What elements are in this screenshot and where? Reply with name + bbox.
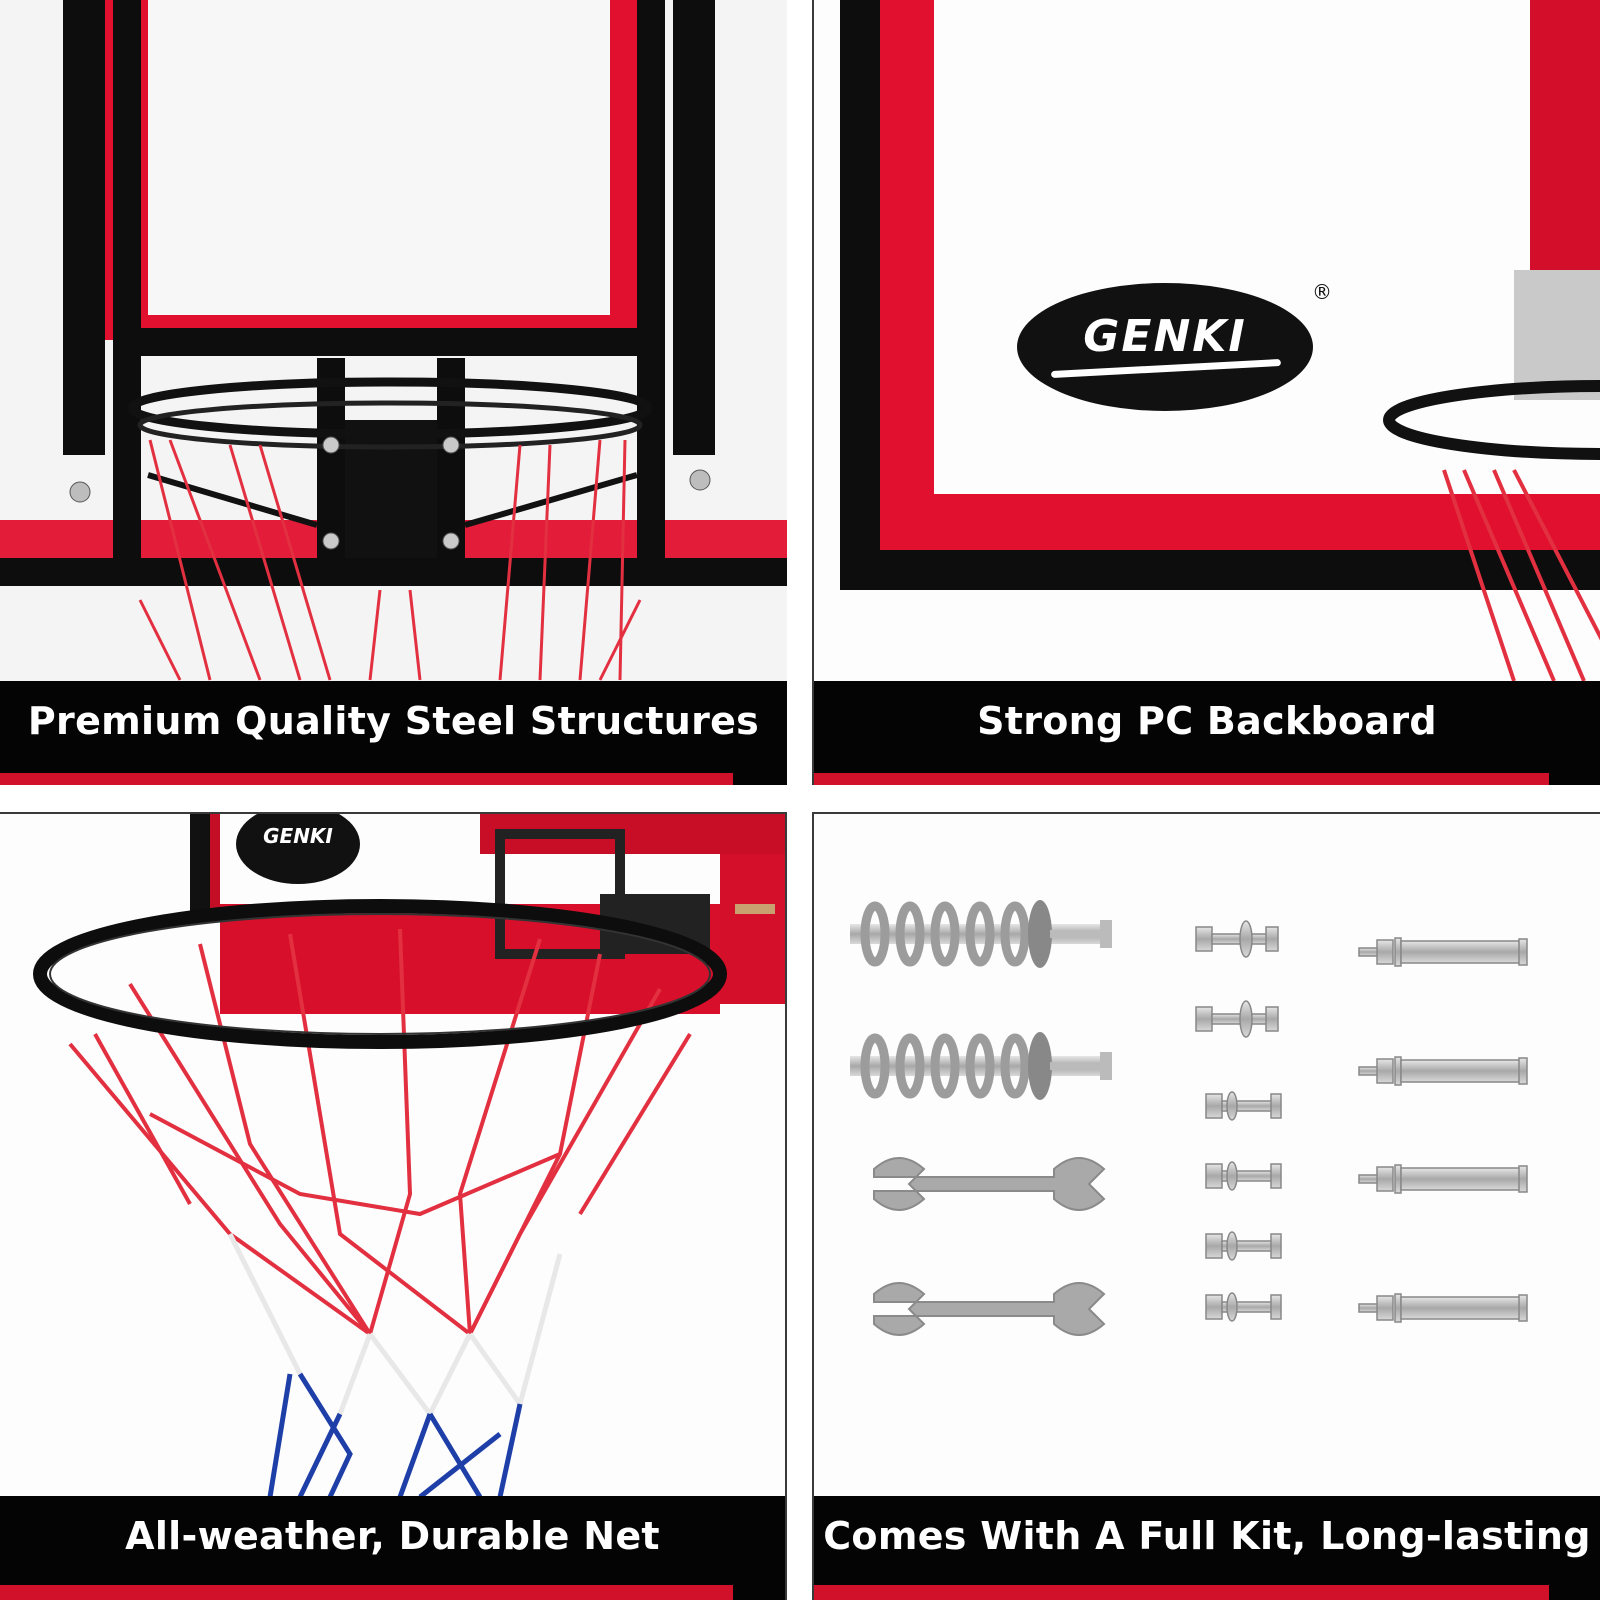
hardware-kit-illustration [850, 900, 1528, 1336]
net-photo: GENKI [0, 814, 785, 1497]
panel-steel-structures: Premium Quality Steel Structures [0, 0, 787, 785]
genki-logo-small: GENKI [263, 824, 333, 848]
caption-bar: Comes With A Full Kit, Long-lasting [814, 1496, 1600, 1600]
wrench-icon [873, 1282, 1106, 1336]
caption-bar: All-weather, Durable Net [0, 1496, 785, 1600]
spring-bolt-icon [850, 1032, 1112, 1100]
genki-logo: GENKI [1017, 283, 1313, 411]
red-accent-stripe [0, 1585, 733, 1600]
bolt-icons [1195, 920, 1282, 1322]
steel-frame-photo [0, 0, 787, 681]
caption-bar: Premium Quality Steel Structures [0, 681, 787, 785]
caption-text: Premium Quality Steel Structures [27, 699, 760, 743]
wrench-icon [873, 1157, 1106, 1211]
backboard-photo: GENKI ® [814, 0, 1600, 681]
red-accent-stripe [814, 1585, 1549, 1600]
genki-logo-text: GENKI [1083, 311, 1247, 362]
caption-text: Comes With A Full Kit, Long-lasting [823, 1514, 1591, 1558]
steel-frame-illustration [0, 0, 787, 681]
panel-pc-backboard: GENKI ® Strong PC Backboard [812, 0, 1600, 785]
rim-and-net-illustration [0, 814, 785, 1497]
caption-bar: Strong PC Backboard [814, 681, 1600, 785]
panel-durable-net: GENKI All-weather, Durable Net [0, 812, 787, 1600]
caption-text: All-weather, Durable Net [125, 1514, 660, 1558]
panel-full-kit: Comes With A Full Kit, Long-lasting [812, 812, 1600, 1600]
red-accent-stripe [0, 773, 733, 785]
anchor-bolt-icons [1358, 937, 1528, 1323]
backboard-illustration [814, 0, 1600, 681]
red-accent-stripe [814, 773, 1549, 785]
registered-mark: ® [1312, 280, 1332, 304]
spring-bolt-icon [850, 900, 1112, 968]
kit-photo [814, 814, 1600, 1497]
caption-text: Strong PC Backboard [977, 699, 1437, 743]
